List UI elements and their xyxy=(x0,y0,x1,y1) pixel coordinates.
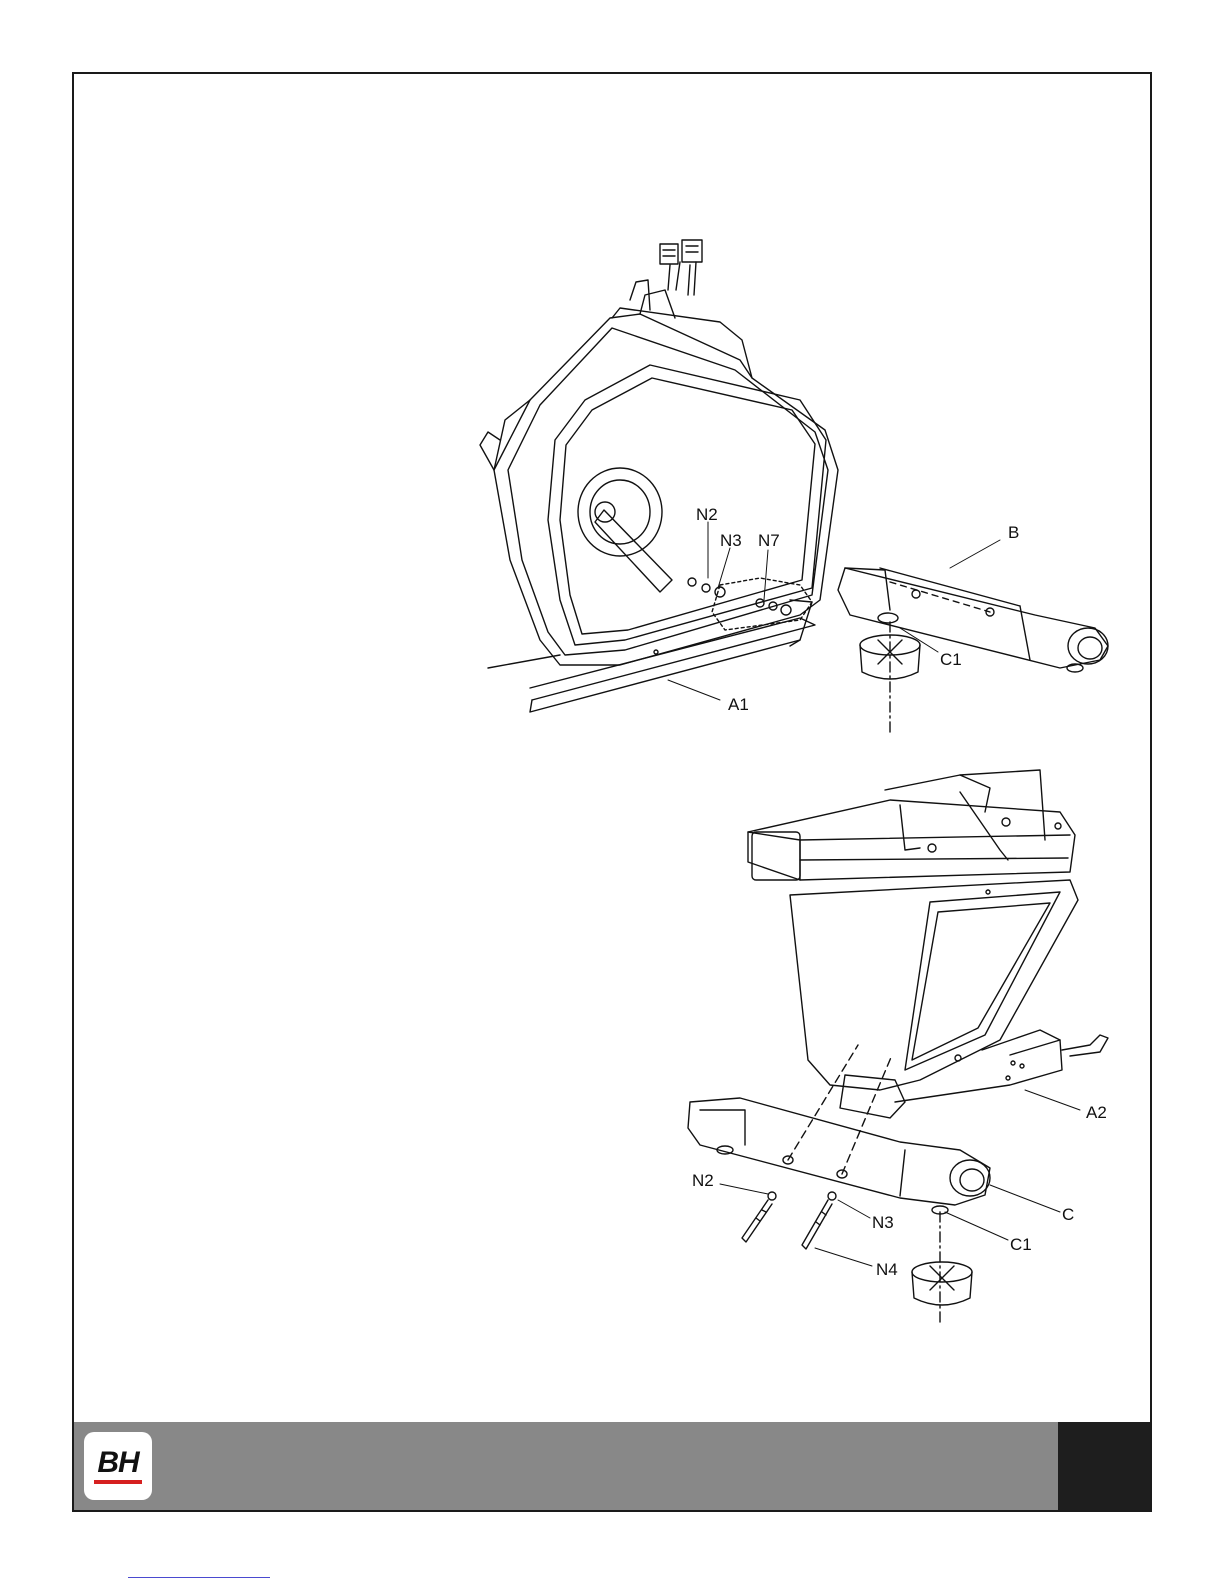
page-number-tab xyxy=(1058,1422,1150,1510)
callout-b: B xyxy=(1008,523,1019,542)
callout-a1: A1 xyxy=(728,695,749,714)
page-footer: BH xyxy=(74,1422,1150,1510)
rear-stabilizer-b xyxy=(838,568,1108,735)
callout-c1-bottom: C1 xyxy=(1010,1235,1032,1254)
callout-c1-top: C1 xyxy=(940,650,962,669)
callout-c: C xyxy=(1062,1205,1074,1224)
seat-frame xyxy=(688,770,1108,1325)
callout-n2-top: N2 xyxy=(696,505,718,524)
callout-n4: N4 xyxy=(876,1260,898,1279)
bh-logo: BH xyxy=(84,1432,152,1500)
callout-n3-top: N3 xyxy=(720,531,742,550)
bh-logo-underline xyxy=(94,1480,142,1484)
bh-logo-text: BH xyxy=(84,1446,152,1480)
link-underline xyxy=(128,1577,270,1578)
callout-n3-bottom: N3 xyxy=(872,1213,894,1232)
flywheel-housing xyxy=(480,240,838,712)
callout-a2: A2 xyxy=(1086,1103,1107,1122)
callout-n7: N7 xyxy=(758,531,780,550)
callout-n2-bottom: N2 xyxy=(692,1171,714,1190)
